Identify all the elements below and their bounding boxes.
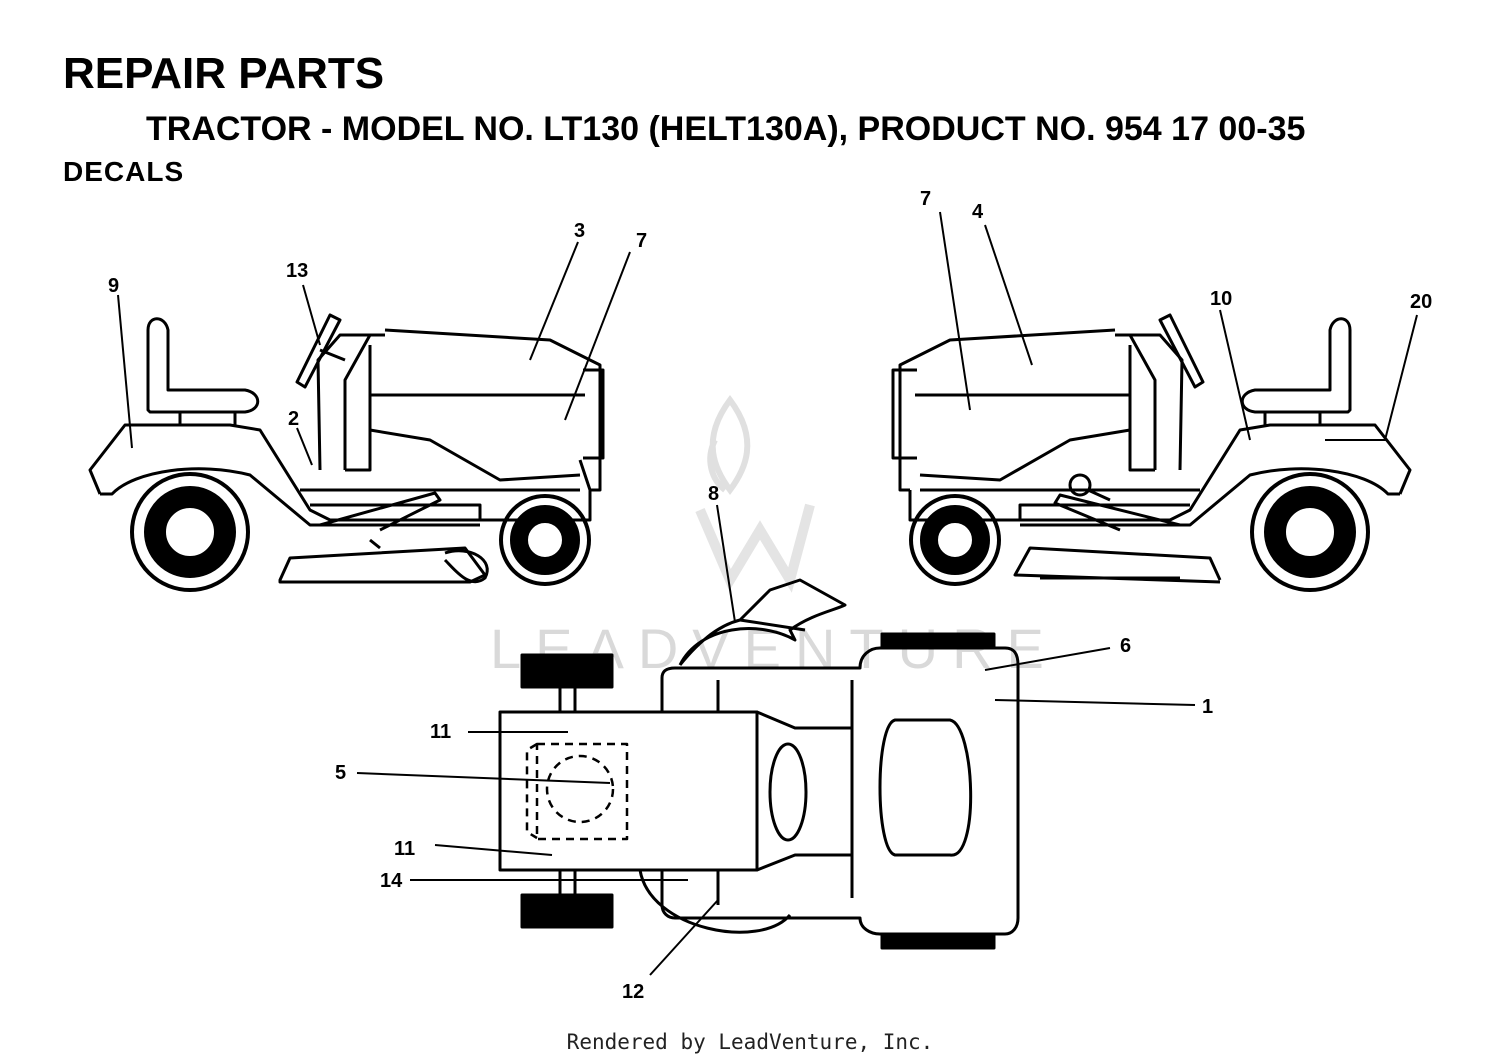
callout-7-left: 7 — [636, 230, 647, 252]
callout-12: 12 — [622, 981, 644, 1003]
callout-7-right: 7 — [920, 188, 931, 210]
callout-9: 9 — [108, 275, 119, 297]
callout-20: 20 — [1410, 291, 1432, 313]
callout-14: 14 — [380, 870, 403, 892]
model-subtitle: TRACTOR - MODEL NO. LT130 (HELT130A), PR… — [146, 110, 1306, 148]
callout-leaders — [117, 211, 1418, 976]
callout-11-upper: 11 — [430, 721, 451, 743]
callout-2: 2 — [288, 408, 299, 430]
callout-10: 10 — [1210, 288, 1232, 310]
callout-5: 5 — [335, 762, 346, 784]
page-title: REPAIR PARTS — [63, 49, 385, 98]
callout-6: 6 — [1120, 635, 1131, 657]
tractor-top-view — [498, 578, 1020, 950]
section-heading: DECALS — [63, 156, 185, 187]
callout-8: 8 — [708, 483, 719, 505]
callout-3: 3 — [574, 220, 585, 242]
callout-13: 13 — [286, 260, 308, 282]
callout-4: 4 — [972, 201, 984, 223]
rendered-by-footer: Rendered by LeadVenture, Inc. — [566, 1030, 934, 1054]
callout-11-lower: 11 — [394, 838, 415, 860]
tractor-right-side-view — [891, 313, 1412, 592]
tractor-left-side-view — [88, 313, 605, 592]
callout-1: 1 — [1202, 696, 1213, 718]
